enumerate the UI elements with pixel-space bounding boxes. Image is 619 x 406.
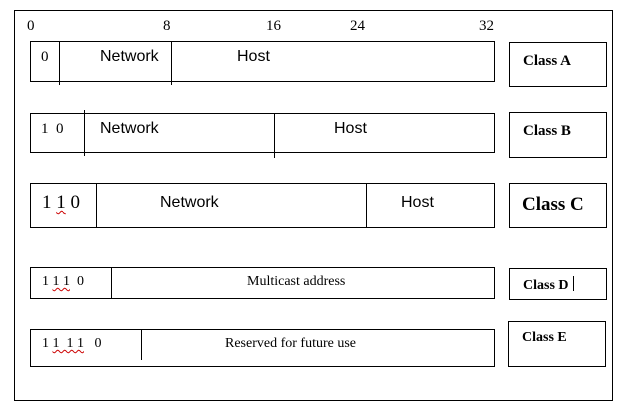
class-b-host-label: Host bbox=[334, 120, 367, 137]
class-a-divider-1 bbox=[59, 41, 60, 85]
class-c-label: Class C bbox=[522, 194, 584, 215]
class-b-label: Class B bbox=[523, 123, 571, 139]
class-a-address-box bbox=[30, 41, 495, 82]
class-a-label-box: Class A bbox=[509, 42, 607, 87]
scale-tick-32: 32 bbox=[479, 18, 494, 34]
class-d-divider-1 bbox=[111, 267, 112, 299]
class-e-bits: 1 1 1 1 0 bbox=[42, 336, 102, 351]
class-a-host-label: Host bbox=[237, 48, 270, 65]
class-c-divider-2 bbox=[366, 183, 367, 228]
class-d-multicast-label: Multicast address bbox=[247, 274, 346, 289]
class-e-label: Class E bbox=[522, 330, 567, 345]
class-c-address-box bbox=[30, 183, 495, 228]
class-d-label: Class D bbox=[523, 278, 569, 293]
scale-tick-16: 16 bbox=[266, 18, 281, 34]
class-c-divider-1 bbox=[96, 183, 97, 228]
class-a-network-label: Network bbox=[100, 48, 159, 65]
class-a-bits: 0 bbox=[41, 49, 49, 65]
class-e-address-box bbox=[30, 329, 495, 367]
class-c-network-label: Network bbox=[160, 194, 219, 211]
class-a-divider-2 bbox=[171, 41, 172, 85]
scale-tick-24: 24 bbox=[350, 18, 365, 34]
class-c-host-label: Host bbox=[401, 194, 434, 211]
class-a-label: Class A bbox=[523, 53, 571, 69]
class-d-label-box: Class D bbox=[509, 268, 607, 300]
class-e-reserved-label: Reserved for future use bbox=[225, 336, 357, 351]
scale-tick-0: 0 bbox=[27, 18, 35, 34]
class-c-label-box: Class C bbox=[509, 183, 607, 228]
class-b-divider-2 bbox=[274, 113, 275, 158]
class-d-address-box bbox=[30, 267, 495, 299]
class-e-label-box: Class E bbox=[508, 321, 606, 367]
class-b-bits: 1 0 bbox=[41, 121, 64, 137]
class-b-network-label: Network bbox=[100, 120, 159, 137]
class-b-label-box: Class B bbox=[509, 112, 607, 158]
class-c-bits: 1 1 0 bbox=[42, 192, 80, 213]
class-b-divider-1 bbox=[84, 110, 85, 156]
class-b-address-box bbox=[30, 113, 495, 153]
class-d-bits: 1 1 1 0 bbox=[42, 274, 84, 289]
class-e-divider-1 bbox=[141, 329, 142, 360]
text-cursor bbox=[572, 276, 574, 291]
scale-tick-8: 8 bbox=[163, 18, 171, 34]
diagram-frame bbox=[14, 10, 613, 401]
